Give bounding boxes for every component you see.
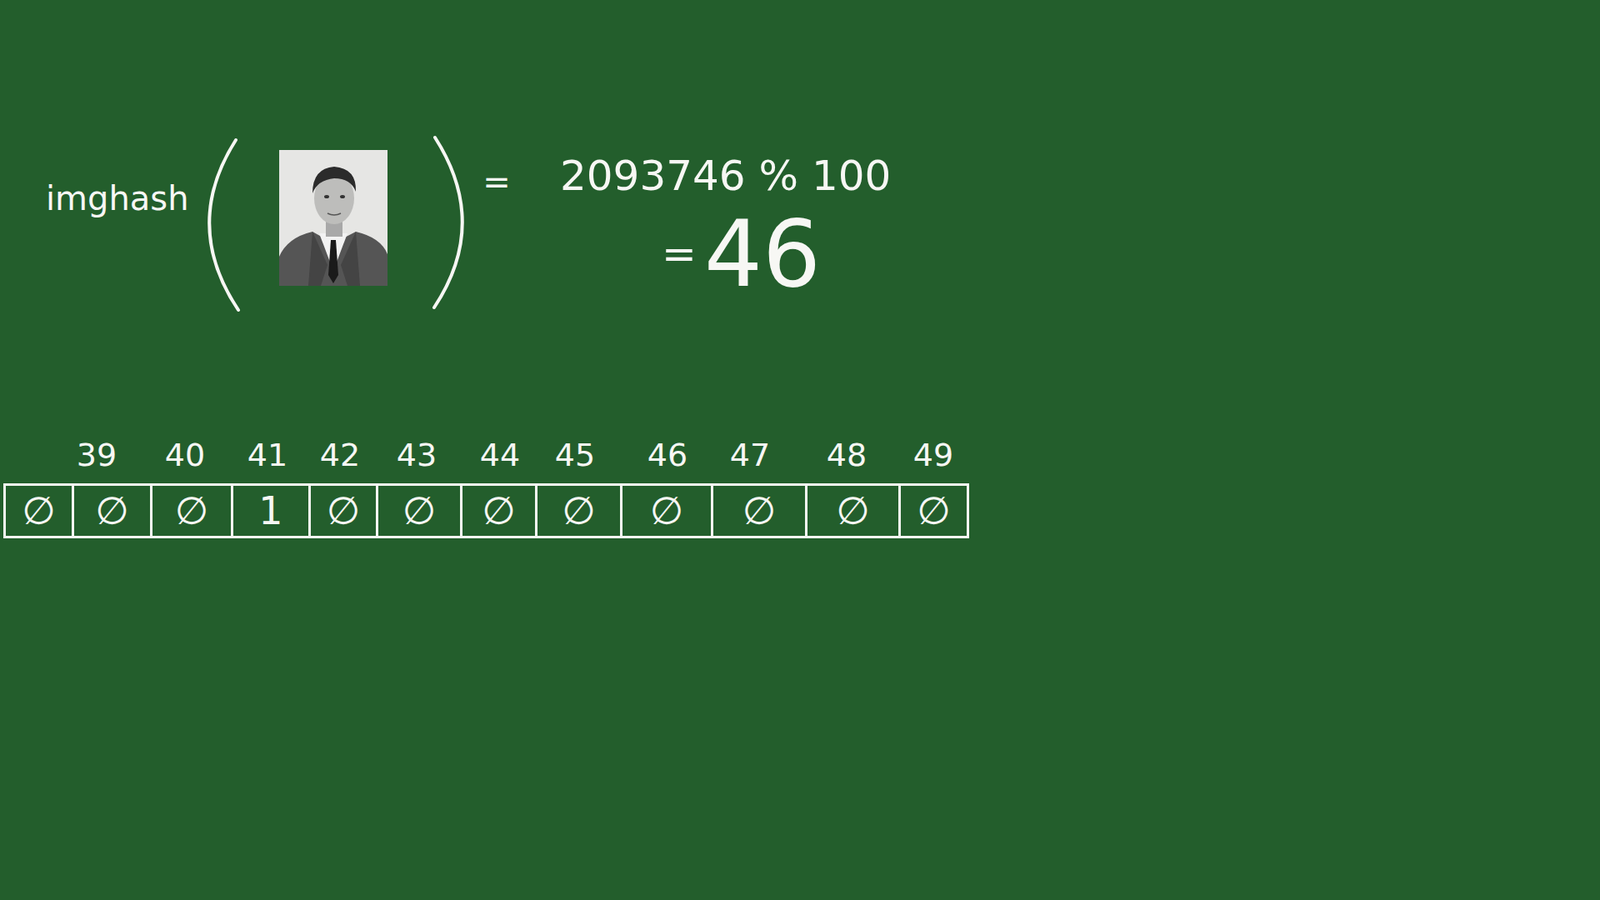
cell-value: ∅ bbox=[95, 491, 129, 530]
cell-value: ∅ bbox=[402, 491, 436, 530]
index-number: 39 bbox=[76, 439, 117, 471]
index-number: 45 bbox=[555, 439, 595, 471]
array-cell: ∅ bbox=[535, 483, 623, 539]
array-cell: ∅ bbox=[150, 483, 234, 539]
array-cell: ∅ bbox=[308, 483, 379, 539]
array-cell: ∅ bbox=[898, 483, 970, 539]
index-number: 42 bbox=[320, 439, 360, 471]
equals-sign: = bbox=[482, 165, 511, 199]
index-number: 49 bbox=[913, 439, 954, 471]
array-cell: ∅ bbox=[375, 483, 463, 539]
index-number: 40 bbox=[165, 439, 205, 471]
array-cell: ∅ bbox=[710, 483, 808, 539]
array-cell: ∅ bbox=[620, 483, 714, 539]
array-cell: ∅ bbox=[3, 483, 75, 539]
array-cell: ∅ bbox=[460, 483, 538, 539]
array-cell: ∅ bbox=[805, 483, 901, 539]
array-cell: ∅ bbox=[71, 483, 153, 539]
portrait-photo bbox=[279, 150, 388, 286]
cell-value: ∅ bbox=[835, 491, 870, 530]
left-parenthesis bbox=[209, 140, 239, 310]
cell-value: ∅ bbox=[326, 491, 360, 530]
cell-value: ∅ bbox=[481, 491, 515, 530]
function-name: imghash bbox=[45, 181, 190, 215]
cell-value: ∅ bbox=[742, 491, 776, 530]
index-number: 43 bbox=[396, 439, 437, 471]
cell-value: 1 bbox=[258, 491, 283, 530]
cell-value: ∅ bbox=[916, 491, 950, 530]
cell-value: ∅ bbox=[561, 491, 595, 530]
index-number: 46 bbox=[647, 439, 688, 471]
cell-value: ∅ bbox=[175, 491, 209, 530]
equals-sign: = bbox=[661, 233, 697, 275]
index-number: 44 bbox=[480, 439, 520, 471]
cell-value: ∅ bbox=[650, 491, 684, 530]
hash-result: 46 bbox=[704, 208, 821, 300]
modulo-expression: 2093746 % 100 bbox=[560, 155, 891, 197]
right-parenthesis bbox=[434, 137, 463, 308]
index-number: 47 bbox=[730, 439, 770, 471]
index-number: 48 bbox=[826, 439, 867, 471]
array-cell: 1 bbox=[230, 483, 311, 539]
cell-value: ∅ bbox=[21, 491, 55, 530]
index-number: 41 bbox=[247, 439, 288, 471]
